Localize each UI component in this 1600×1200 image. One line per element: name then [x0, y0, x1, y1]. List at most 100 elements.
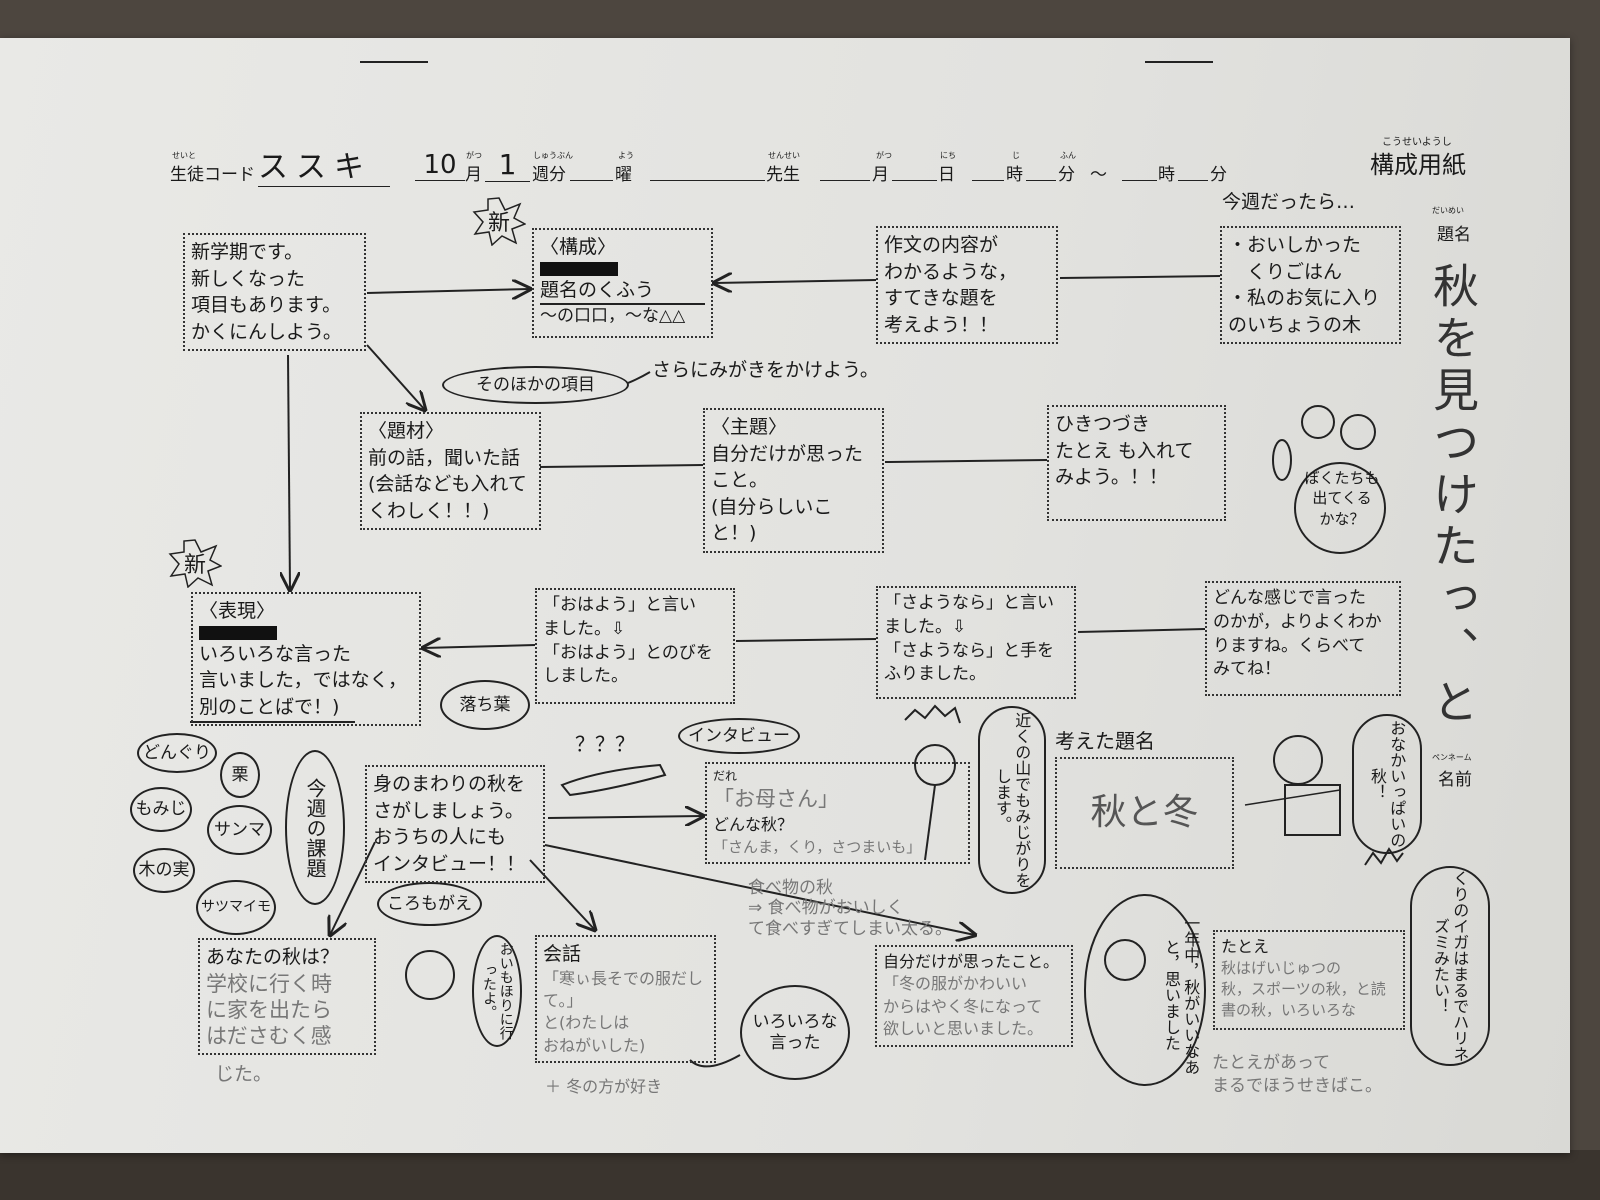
shudai-body: 自分だけが思った こと。 (自分らしいこと！) [711, 442, 864, 545]
hikitsuzuki-box: ひきつづき たとえ も入れて みよう。！！ [1047, 405, 1226, 521]
jibun-label: 自分だけが思ったこと。 [883, 952, 1060, 971]
kosei-example: 〜の口口，〜な△△ [540, 306, 686, 327]
week-value[interactable]: 1 [485, 148, 530, 182]
date-month-ruby: がつ [876, 151, 892, 160]
extra-note: 食べ物の秋 ⇒ 食べ物がおいしく て食べすぎてしまい太る。 [748, 878, 952, 939]
worksheet-paper [0, 38, 1570, 1153]
anata-label: あなたの秋は？ [206, 946, 340, 968]
interview-bubble: インタビュー [678, 718, 800, 754]
daizai-heading: 〈題材〉 [368, 420, 445, 442]
date-day-label: 日 [938, 165, 955, 185]
month-value[interactable]: 10 [415, 150, 465, 181]
satsumaimo-bubble: サツマイモ [196, 880, 276, 935]
konomi-bubble: 木の実 [133, 848, 195, 893]
konshu-label: 今週だったら… [1222, 191, 1356, 213]
anata-box: あなたの秋は？ 学校に行く時 に家を出たら はださむく感 [198, 938, 376, 1056]
new-badge: 新 [168, 538, 222, 588]
sayonara-box: 「さようなら」と言い ました。⇩ 「さようなら」と手を ふりました。 [876, 586, 1076, 699]
ochiba-bubble: 落ち葉 [440, 680, 530, 730]
day-ruby: よう [618, 151, 634, 160]
redaction-bar [540, 261, 618, 276]
donguri-bubble: どんぐり [137, 733, 217, 773]
sonohoka-note: さらにみがきをかけよう。 [652, 359, 879, 381]
new-badge-label: 新 [487, 211, 510, 236]
redaction-bar [199, 625, 277, 640]
kaiwa-label: 会話 [543, 943, 582, 965]
date-day-field[interactable] [892, 162, 937, 181]
daizai-body: 前の話，聞いた話 (会話なども入れて くわしく！！) [368, 446, 527, 522]
hour-ruby: じ [1012, 151, 1020, 160]
hyogen-body: いろいろな言った 言いました，ではなく， 別のことばで！) [199, 642, 408, 718]
essay-title: 秋を見つけたっ、と [1426, 262, 1480, 730]
sanma-bubble: サンマ [207, 805, 272, 855]
date-month-label: 月 [872, 165, 889, 185]
minute2-label: 分 [1210, 165, 1227, 185]
burst-icon [472, 197, 526, 246]
month-ruby: がつ [466, 151, 482, 160]
date-month-field[interactable] [820, 162, 870, 181]
date-day-ruby: にち [940, 151, 956, 160]
day-field[interactable] [570, 162, 613, 181]
hyogen-heading: 〈表現〉 [199, 600, 276, 622]
donna-aki-label: どんな秋？ [713, 815, 794, 835]
sheet-title-ruby: こうせいようし [1382, 137, 1452, 148]
konshu-box: ・おいしかった くりごはん ・私のお気に入り のいちょうの木 [1220, 226, 1401, 345]
konshu-kadai-bubble: 今週の課題 [285, 750, 345, 905]
teacher-ruby: せんせい [768, 151, 800, 160]
jibun-answer[interactable]: 「冬の服がかわいい からはやく冬になって 欲しいと思いました。 [883, 974, 1044, 1039]
tatoe-answer-cont: たとえがあって まるでほうせきばこ。 [1212, 1053, 1382, 1096]
title-tip-box: 作文の内容が わかるような， すてきな題を 考えよう！！ [876, 226, 1058, 345]
new-badge: 新 [472, 196, 526, 246]
kosei-box: 〈構成〉 題名のくふう 〜の口口，〜な△△ [532, 228, 713, 338]
kaiwa-answer[interactable]: 「寒ぃ長そでの服だして。」 と(わたしは おねがいした) [543, 968, 704, 1055]
tatoe-answer[interactable]: 秋はげいじゅつの 秋，スポーツの秋，と読 書の秋，いろいろな [1221, 959, 1386, 1020]
week-label: 週分 [532, 165, 566, 185]
teacher-field[interactable] [650, 162, 765, 181]
dare-value[interactable]: 「お母さん」 [713, 786, 839, 811]
ichinenju-bubble: 一年中，秋がいいなあと，思いました [1162, 915, 1201, 1075]
table-surface [0, 1150, 1600, 1200]
dare-label: だれ [713, 769, 738, 783]
mi-no-mawari-box: 身のまわりの秋を さがしましょう。 おうちの人にも インタビュー！！ [365, 765, 545, 884]
sonohoka-bubble: そのほかの項目 [442, 366, 629, 404]
dare-box: だれ 「お母さん」 どんな秋？ 「さんま，くり，さつまいも」 [705, 762, 970, 864]
minute-ruby: ふん [1060, 151, 1076, 160]
hour2-field[interactable] [1122, 162, 1157, 181]
anata-answer-cont: じた。 [215, 1063, 273, 1085]
ohayo-box: 「おはよう」と言い ました。⇩ 「おはよう」とのびを しました。 [535, 588, 735, 704]
koromogae-bubble: ころもがえ [377, 882, 482, 926]
minute-label: 分 [1058, 165, 1075, 185]
daizai-box: 〈題材〉 前の話，聞いた話 (会話なども入れて くわしく！！) [360, 412, 541, 531]
month-label: 月 [465, 165, 482, 185]
question-marks: ？？？ [575, 732, 635, 756]
kangaeta-box[interactable]: 秋と冬 [1055, 757, 1234, 869]
chikaku-bubble: 近くの山でもみじがりをします。 [978, 706, 1046, 894]
tatoe-label: たとえ [1221, 937, 1270, 956]
penname-ruby: ペンネーム [1432, 753, 1472, 762]
hour-field[interactable] [972, 162, 1004, 181]
name-label: 名前 [1438, 770, 1472, 790]
onaka-bubble: おなかいっぱいの秋！ [1352, 714, 1422, 854]
hour2-label: 時 [1158, 165, 1175, 185]
student-code-value[interactable]: ススキ [258, 142, 390, 187]
minute-field[interactable] [1026, 162, 1056, 181]
kosei-body: 題名のくふう [540, 277, 705, 306]
kaiwa-box: 会話 「寒ぃ長そでの服だして。」 と(わたしは おねがいした) [535, 935, 716, 1064]
shudai-heading: 〈主題〉 [711, 416, 788, 438]
week-ruby: しゅうぶん [533, 151, 573, 160]
teacher-label: 先生 [766, 165, 800, 185]
range-tilde: 〜 [1090, 165, 1107, 185]
tatoe-box: たとえ 秋はげいじゅつの 秋，スポーツの秋，と読 書の秋，いろいろな [1213, 930, 1405, 1030]
bear-drawings [405, 405, 1404, 1086]
anata-answer[interactable]: 学校に行く時 に家を出たら はださむく感 [206, 971, 332, 1049]
kaiwa-note: ＋ 冬の方が好き [545, 1077, 663, 1096]
donna-aki-value[interactable]: 「さんま，くり，さつまいも」 [713, 837, 922, 856]
kuri-iga-bubble: くりのイガはまるでハリネズミみたい！ [1410, 866, 1490, 1066]
kangaeta-label: 考えた題名 [1055, 729, 1155, 753]
bears-bubble: ぼくたちも 出てくる かな？ [1304, 469, 1380, 528]
day-label: 曜 [615, 165, 632, 185]
minute2-field[interactable] [1178, 162, 1208, 181]
daimei-ruby: だいめい [1432, 206, 1464, 215]
shudai-box: 〈主題〉 自分だけが思った こと。 (自分らしいこと！) [703, 408, 884, 553]
